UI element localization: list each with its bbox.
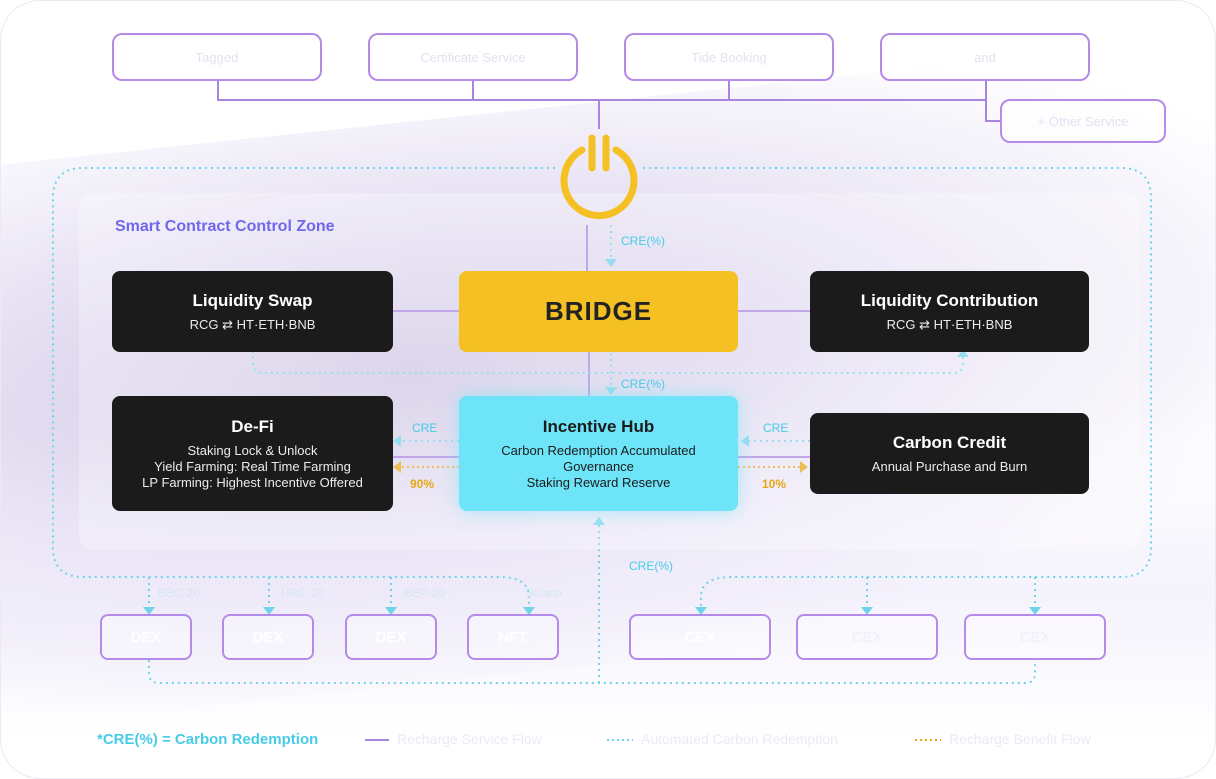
service-box-1: Tagged [112, 33, 322, 81]
service-label: Tide Booking [691, 49, 767, 65]
service-label: Tagged [195, 49, 239, 65]
defi-line-2: Yield Farming: Real Time Farming [154, 458, 351, 474]
chain-label-3: BEP-20 [404, 586, 446, 600]
platform-label: DEX [130, 628, 162, 646]
power-icon [560, 134, 638, 220]
liquidity-swap-block: Liquidity Swap RCG ⇄ HT·ETH·BNB [112, 271, 393, 352]
chain-label-2: HRC-20 [281, 586, 325, 600]
cex-box-3: CEX [964, 614, 1106, 660]
defi-line-1: Staking Lock & Unlock [187, 442, 318, 458]
token-left: RCG [189, 316, 219, 332]
platform-label: CEX [851, 628, 883, 646]
incentive-hub-block: Incentive Hub Carbon Redemption Accumula… [459, 396, 738, 511]
legend-recharge-benefit: Recharge Benefit Flow [949, 731, 1091, 747]
block-subtitle: RCG ⇄ HT·ETH·BNB [887, 317, 1013, 333]
cex-box-2: CEX [796, 614, 938, 660]
block-subtitle: Annual Purchase and Burn [871, 458, 1028, 474]
zone-title: Smart Contract Control Zone [115, 218, 335, 235]
token-right: HT·ETH·BNB [236, 316, 316, 332]
service-box-2: Certificate Service [368, 33, 578, 81]
token-right: HT·ETH·BNB [933, 316, 1013, 332]
service-label: Certificate Service [420, 49, 526, 65]
cre-pct-label-bottom: CRE(%) [629, 559, 673, 573]
platform-label: DEX [375, 628, 407, 646]
platform-label: DEX [252, 628, 284, 646]
service-box-4: and [880, 33, 1090, 81]
service-box-3: Tide Booking [624, 33, 834, 81]
bridge-label: BRIDGE [544, 296, 653, 326]
benefit-pct-left: 90% [410, 477, 435, 491]
service-label: and [974, 49, 996, 65]
liquidity-contribution-block: Liquidity Contribution RCG ⇄ HT·ETH·BNB [810, 271, 1089, 352]
block-title: Incentive Hub [542, 416, 655, 436]
cre-label-left: CRE [412, 421, 438, 435]
cre-pct-label-top: CRE(%) [621, 234, 665, 248]
token-left: RCG [886, 316, 916, 332]
platform-label: CEX [684, 628, 716, 646]
block-title: Carbon Credit [892, 432, 1007, 452]
cre-pct-label-mid: CRE(%) [621, 377, 665, 391]
legend-automated-redemption: Automated Carbon Redemption [641, 731, 838, 747]
swap-arrows-icon: ⇄ [919, 316, 931, 332]
bridge-block: BRIDGE [459, 271, 738, 352]
dex-box-2: DEX [222, 614, 314, 660]
block-title: De-Fi [231, 416, 274, 436]
hub-line-1: Carbon Redemption Accumulated [501, 442, 696, 458]
dex-box-3: DEX [345, 614, 437, 660]
swap-arrows-icon: ⇄ [222, 316, 234, 332]
carbon-credit-block: Carbon Credit Annual Purchase and Burn [810, 413, 1089, 494]
service-label: + Other Service [1037, 113, 1129, 129]
platform-label: NFT [498, 628, 528, 646]
defi-block: De-Fi Staking Lock & Unlock Yield Farmin… [112, 396, 393, 511]
dex-box-1: DEX [100, 614, 192, 660]
hub-line-2: Governance [563, 458, 634, 474]
chain-label-1: BEC-20 [158, 586, 201, 600]
legend-note: *CRE(%) = Carbon Redemption [97, 731, 319, 748]
platform-label: CEX [1019, 628, 1051, 646]
block-title: Liquidity Swap [192, 290, 313, 310]
cre-label-right: CRE [763, 421, 789, 435]
nft-box: NFT [467, 614, 559, 660]
block-title: Liquidity Contribution [860, 290, 1039, 310]
legend-recharge-service: Recharge Service Flow [397, 731, 542, 747]
benefit-pct-right: 10% [762, 477, 787, 491]
service-box-other: + Other Service [1000, 99, 1166, 143]
defi-line-3: LP Farming: Highest Incentive Offered [142, 474, 363, 490]
hub-line-3: Staking Reward Reserve [526, 474, 671, 490]
block-subtitle: RCG ⇄ HT·ETH·BNB [190, 317, 316, 333]
cex-box-1: CEX [629, 614, 771, 660]
chain-label-4: Solana [525, 586, 563, 600]
